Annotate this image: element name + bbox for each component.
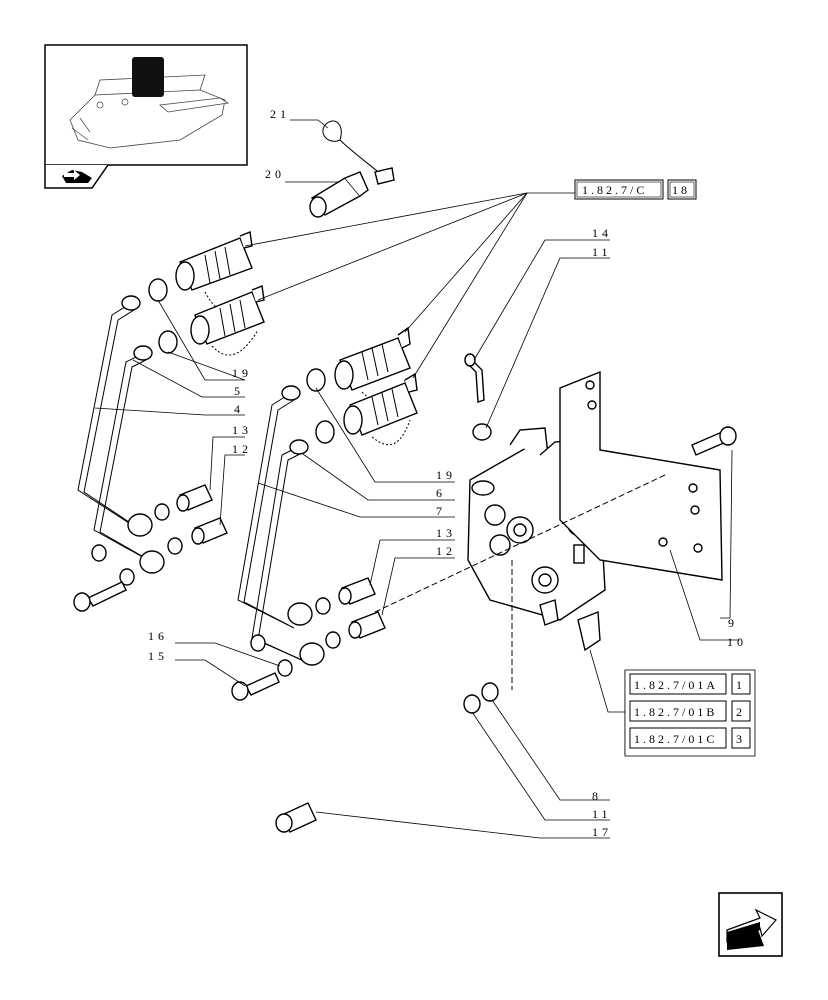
thumbnail-frame (44, 44, 248, 189)
fittings-middle (250, 577, 386, 677)
part-9-bolt (691, 426, 737, 456)
next-page-arrow-icon[interactable] (718, 892, 783, 957)
washer-19-middle-a (306, 368, 326, 392)
washer-19-left-b (158, 330, 178, 354)
callout-11-lower: 11 (592, 807, 612, 821)
part-14-banjo (464, 353, 485, 403)
callout-15: 15 (148, 649, 168, 663)
quick-coupler-middle-upper (334, 326, 411, 404)
callout-8: 8 (592, 789, 602, 803)
part-21-retaining-chain (322, 120, 395, 185)
reference-group-valve: 1.82.7/01A 1 1.82.7/01B 2 1.82.7/01C 3 (624, 669, 756, 757)
reference-number: 1 (736, 678, 745, 692)
part-17-plug (275, 802, 317, 833)
callout-10: 10 (727, 635, 747, 649)
callout-7: 7 (436, 504, 446, 518)
callout-17: 17 (592, 825, 612, 839)
callout-19-left: 19 (232, 366, 252, 380)
callout-13-middle: 13 (436, 526, 456, 540)
reference-box-18[interactable]: 1.82.7/C 18 (574, 179, 697, 200)
reference-box-2[interactable]: 1.82.7/01B 2 (629, 700, 751, 722)
reference-code: 1.82.7/01C (634, 732, 717, 746)
quick-coupler-left-lower (190, 285, 265, 356)
callout-5: 5 (234, 384, 244, 398)
bolt-15 (231, 672, 280, 701)
pipe-assembly-6-7 (237, 385, 325, 666)
tractor-lift-assembly-thumbnail (69, 57, 230, 149)
callout-12-left: 12 (232, 442, 252, 456)
reference-code: 1.82.7/01B (634, 705, 717, 719)
callout-4: 4 (234, 402, 244, 416)
reference-number: 2 (736, 705, 745, 719)
callout-14: 14 (592, 226, 612, 240)
quick-coupler-left-upper (175, 231, 253, 312)
callout-20: 20 (265, 167, 285, 181)
assembly-axis-lines (374, 474, 666, 690)
part-10-mounting-bracket (559, 370, 723, 581)
fittings-left (91, 484, 228, 586)
washer-11-lower (463, 694, 481, 714)
washer-19-middle-b (315, 420, 335, 444)
reference-number: 18 (672, 183, 690, 197)
callout-19-middle: 19 (436, 468, 456, 482)
callout-6: 6 (436, 486, 446, 500)
washer-11-upper (472, 423, 492, 441)
callout-9: 9 (728, 616, 738, 630)
callout-11-upper: 11 (592, 245, 612, 259)
callout-13-left: 13 (232, 423, 252, 437)
quick-coupler-middle-lower (343, 372, 418, 446)
washer-19-left-a (148, 278, 168, 302)
bolt-left (73, 581, 127, 612)
part-20-plug (309, 171, 369, 218)
washer-8 (481, 682, 499, 702)
reference-box-3[interactable]: 1.82.7/01C 3 (629, 727, 751, 749)
reference-code: 1.82.7/01A (634, 678, 718, 692)
callout-21: 21 (270, 107, 290, 121)
section-arrow-icon (62, 170, 92, 183)
reference-number: 3 (736, 732, 745, 746)
reference-box-1[interactable]: 1.82.7/01A 1 (629, 673, 751, 695)
pipe-assembly-4-5 (77, 295, 165, 574)
leader-lines (94, 119, 740, 839)
callout-12-middle: 12 (436, 544, 456, 558)
callout-labels: 21 20 14 11 19 5 4 13 12 19 6 7 13 12 16… (148, 107, 747, 839)
callout-16: 16 (148, 629, 168, 643)
reference-code: 1.82.7/C (582, 183, 647, 197)
